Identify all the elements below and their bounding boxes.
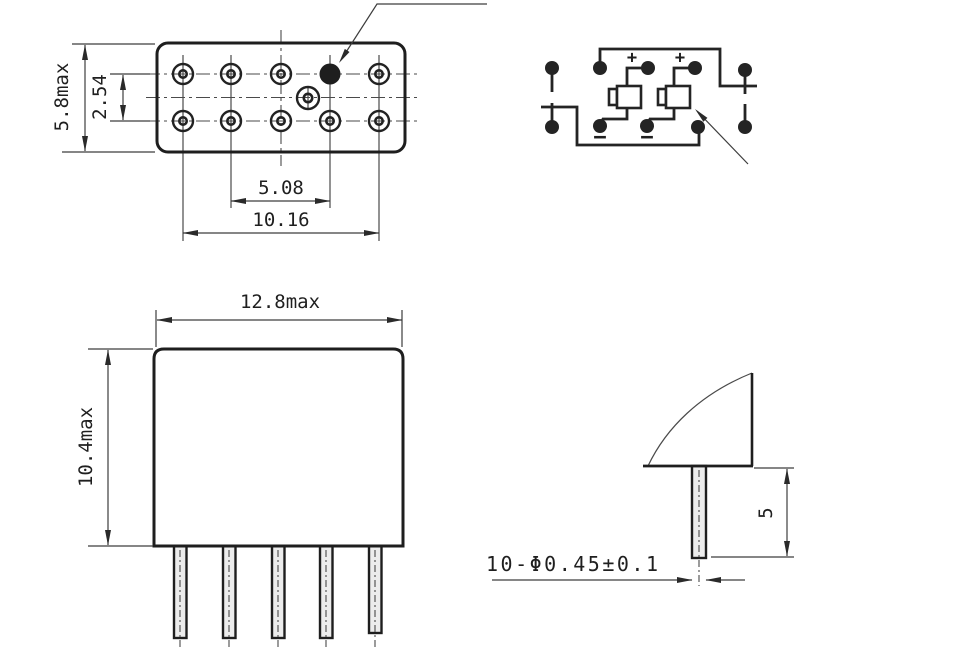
coil2-minus-label: − <box>640 125 653 150</box>
terminal-dot <box>641 61 655 75</box>
top-rail-wire <box>598 47 757 88</box>
dim-outer-span: 10.16 <box>182 209 380 236</box>
dim-label-10-16: 10.16 <box>252 209 309 231</box>
pin-hole <box>171 109 195 133</box>
front-pin <box>270 544 286 650</box>
coil1-body <box>615 84 643 110</box>
terminal-dot <box>738 120 752 134</box>
terminal-dot <box>640 119 654 133</box>
terminal-dot <box>545 61 559 75</box>
dim-label-2-54: 2.54 <box>89 74 111 120</box>
pin-hole <box>269 62 293 86</box>
pin-hole <box>318 109 342 133</box>
coil2-leader <box>695 109 749 165</box>
dim-label-pin-diameter: 10-Φ0.45±0.1 <box>486 552 661 576</box>
coil2-plus-label: + <box>675 48 685 68</box>
coil2-body <box>664 84 692 110</box>
coil1-minus-label: − <box>593 125 606 150</box>
dim-front-width: 12.8max <box>155 291 403 347</box>
front-pin <box>318 544 334 650</box>
dim-label-5-08: 5.08 <box>258 177 304 199</box>
dim-pin-diameter: 10-Φ0.45±0.1 <box>486 552 745 583</box>
side-pin <box>690 464 708 586</box>
relay-body-outline-front <box>152 347 405 548</box>
dim-front-height: 10.4max <box>75 348 153 547</box>
terminal-dot <box>691 120 705 134</box>
side-view: 5 10-Φ0.45±0.1 <box>486 372 794 586</box>
pin-hole <box>269 109 293 133</box>
left-contact-blade-and-bottom-rail <box>541 105 701 147</box>
front-pin <box>367 544 383 648</box>
dim-top-view-height: 5.8max <box>51 43 155 153</box>
terminal-dot <box>688 61 702 75</box>
relay-body-profile-side <box>643 372 754 468</box>
dim-pin-length: 5 <box>711 467 794 558</box>
coil1-plus-label: + <box>627 48 637 68</box>
terminal-dot <box>593 119 607 133</box>
schematic-view: + + − − <box>541 47 757 165</box>
front-view: 12.8max 10.4max <box>75 291 405 650</box>
dim-label-5-8max: 5.8max <box>51 63 73 132</box>
front-pin <box>221 544 237 650</box>
pin-hole <box>367 62 391 86</box>
dim-label-12-8max: 12.8max <box>240 291 320 313</box>
terminal-dot <box>545 120 559 134</box>
pin-hole <box>171 62 195 86</box>
dim-row-pitch: 2.54 <box>89 73 150 122</box>
pin-hole <box>219 62 243 86</box>
terminal-dot <box>593 61 607 75</box>
polarity-marker-leader <box>339 3 487 63</box>
center-pin-hole <box>295 85 321 111</box>
dim-label-5: 5 <box>755 507 777 518</box>
pin-hole <box>367 109 391 133</box>
terminal-dot <box>738 63 752 77</box>
polarity-marker-dot <box>319 63 341 85</box>
relay-body-outline-top <box>155 41 407 154</box>
front-pin <box>172 544 188 650</box>
dim-label-10-4max: 10.4max <box>75 407 97 487</box>
dim-inner-span: 5.08 <box>230 177 331 204</box>
pin-hole <box>219 109 243 133</box>
top-view: 5.8max 2.54 5.08 10.16 <box>51 3 487 241</box>
